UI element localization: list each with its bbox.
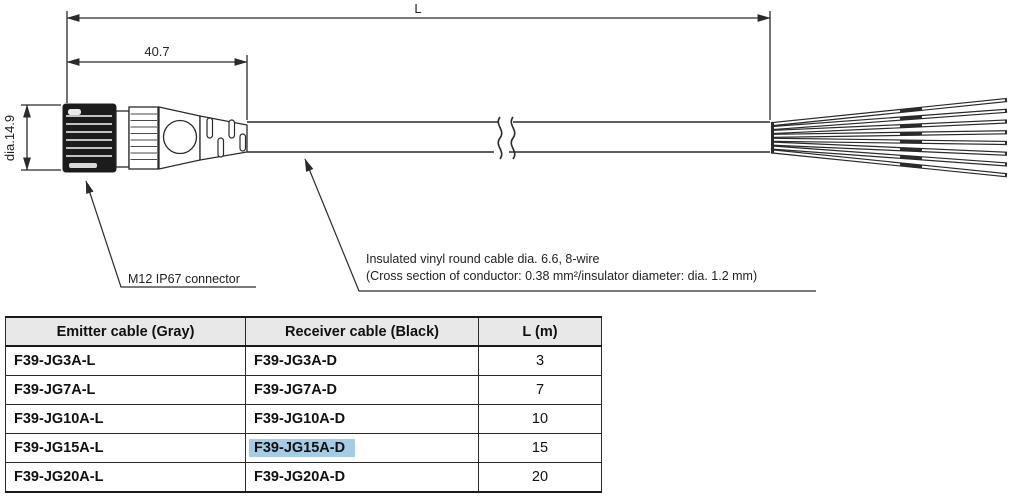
dim-overall-label: L [414,1,421,16]
length-cell: 7 [478,375,602,405]
emitter-cable-cell: F39-JG10A-L [5,404,246,434]
emitter-cable-cell: F39-JG7A-L [5,375,246,405]
header-emitter-cable: Emitter cable (Gray) [5,317,246,347]
header-receiver-cable: Receiver cable (Black) [245,317,479,347]
cable-break [497,116,503,160]
nut-sliver [69,163,97,168]
emitter-cable-cell: F39-JG3A-L [14,353,96,369]
dimension-connector-length [66,55,248,120]
cable-note-line2: (Cross section of conductor: 0.38 mm²/in… [366,269,757,283]
dimension-overall-length [66,11,771,120]
length-cell: 20 [478,462,602,492]
cable-note-line1: Insulated vinyl round cable dia. 6.6, 8-… [366,252,600,266]
cable-diagram: L 40.7 dia.14.9 [2,1,1008,292]
emitter-cable-cell: F39-JG15A-L [5,433,246,463]
emitter-cable-cell: F39-JG20A-L [5,462,246,492]
cable-drawing [247,116,770,160]
cable-selection-table: Emitter cable (Gray) Receiver cable (Bla… [5,316,602,493]
table-header-row: Emitter cable (Gray) Receiver cable (Bla… [5,317,602,347]
dim-connector-label: 40.7 [144,44,169,59]
length-cell: 3 [478,346,602,376]
receiver-cable-cell: F39-JG7A-D [245,375,479,405]
wire-fan [770,97,1008,178]
dimension-diameter [21,104,61,171]
ribbed-section [130,113,157,160]
cable-break [510,116,516,160]
length-cell: 10 [478,404,602,434]
receiver-cable-cell: F39-JG10A-D [245,404,479,434]
connector-note-label: M12 IP67 connector [128,272,240,286]
header-length: L (m) [478,317,602,347]
m12-connector-drawing [62,103,248,173]
dim-diameter-label: dia.14.9 [2,115,17,161]
receiver-cable-cell: F39-JG3A-D [245,346,479,376]
strain-relief-slots [206,117,247,158]
receiver-cable-cell: F39-JG15A-D [245,433,479,463]
connector-annotation: M12 IP67 connector [85,180,256,288]
selected-text-highlight: F39-JG15A-D [249,439,356,457]
length-cell: 15 [478,433,602,463]
cable-annotation: Insulated vinyl round cable dia. 6.6, 8-… [304,158,816,292]
receiver-cable-cell: F39-JG20A-D [245,462,479,492]
body-circle [162,119,198,155]
nut-notch [68,109,81,115]
